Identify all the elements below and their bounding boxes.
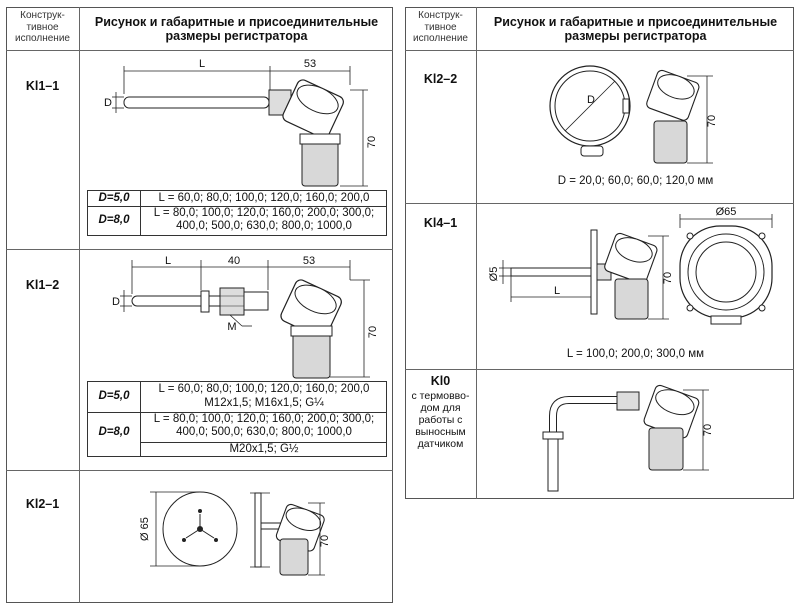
spec-key: D=8,0	[98, 214, 130, 226]
spec-thread: M12x1,5; M16x1,5; G¼	[204, 397, 324, 409]
dim-70-label: 70	[702, 424, 714, 436]
housing	[301, 137, 339, 187]
housing	[279, 538, 309, 576]
row-code-kl1-2: Kl1–2	[25, 278, 60, 292]
sensor-head-icon	[604, 232, 658, 284]
dim-M-label: M	[227, 321, 236, 333]
right-header-col2: Рисунок и габаритные и присоединительные…	[493, 15, 778, 44]
probe-rod	[123, 96, 270, 109]
dim-d65-label: Ø 65	[139, 517, 151, 541]
row-code-kl4-1: Kl4–1	[423, 216, 458, 230]
row-code-kl2-2: Kl2–2	[423, 72, 458, 86]
dim-40-label: 40	[228, 255, 240, 267]
left-col-divider	[79, 7, 80, 603]
dim-70-label: 70	[319, 535, 331, 547]
nut	[200, 290, 210, 313]
flange	[590, 229, 598, 315]
spec-value: L = 60,0; 80,0; 100,0; 120,0; 160,0; 200…	[158, 383, 370, 395]
dim-d5-label: Ø5	[488, 267, 500, 282]
spec-table-kl1-1: D=5,0 L = 60,0; 80,0; 100,0; 120,0; 160,…	[87, 190, 387, 236]
dim-70-label: 70	[662, 272, 674, 284]
spec-value: L = 80,0; 100,0; 120,0; 160,0; 200,0; 30…	[153, 413, 375, 438]
dim-L-label: L	[554, 285, 560, 297]
dim-53-label: 53	[303, 255, 315, 267]
left-header-col1: Конструк- тивное исполнение	[15, 10, 70, 44]
right-row-divider-2	[405, 369, 794, 370]
sensor-head-icon	[646, 69, 700, 121]
drawing-kl1-1: L 53 D 70	[104, 58, 378, 187]
dim-D-label: D	[112, 296, 120, 308]
housing	[653, 120, 688, 164]
probe-rod	[510, 267, 592, 277]
row-code-kl0: Kl0	[430, 374, 451, 388]
spec-key: D=5,0	[98, 390, 130, 402]
dim-d65-label: Ø65	[716, 206, 737, 218]
spec-value: L = 80,0; 100,0; 120,0; 160,0; 200,0; 30…	[153, 207, 375, 232]
sensor-head-icon	[643, 384, 700, 439]
right-header-divider	[405, 50, 794, 51]
spec-key: D=5,0	[98, 192, 130, 204]
sensor-head-icon	[282, 79, 344, 139]
caption-kl4-1: L = 100,0; 200,0; 300,0 мм	[566, 348, 705, 360]
dim-D-label: D	[104, 97, 112, 109]
dim-D-label: D	[587, 94, 595, 106]
dim-70-label: 70	[367, 326, 379, 338]
housing	[648, 427, 684, 471]
left-header-divider	[6, 50, 393, 51]
right-header-col1: Конструк- тивное исполнение	[413, 10, 468, 44]
right-col-divider	[476, 7, 477, 499]
drawing-kl2-2: D 70	[549, 65, 718, 164]
dim-70-label: 70	[706, 115, 718, 127]
dim-70-label: 70	[366, 136, 378, 148]
spec-thread: M20x1,5; G½	[229, 443, 299, 455]
row-code-kl2-1: Kl2–1	[25, 497, 60, 511]
left-table	[6, 7, 393, 603]
dim-L-label: L	[199, 58, 205, 70]
drawing-kl4-1: L Ø5 70 Ø65	[488, 206, 773, 325]
housing	[292, 329, 331, 379]
spec-value: L = 60,0; 80,0; 100,0; 120,0; 160,0; 200…	[158, 192, 370, 204]
row-note-kl0: с термовво- дом для работы с выносным да…	[411, 390, 470, 451]
panel-plate	[254, 492, 262, 568]
caption-kl2-2: D = 20,0; 60,0; 60,0; 120,0 мм	[557, 175, 714, 187]
left-row-divider-2	[6, 470, 393, 471]
spec-key: D=8,0	[98, 426, 130, 438]
right-table	[405, 7, 794, 499]
dim-53-label: 53	[304, 58, 316, 70]
spec-table-kl1-2: D=5,0 L = 60,0; 80,0; 100,0; 120,0; 160,…	[87, 381, 387, 457]
housing	[614, 278, 649, 320]
left-header-col2: Рисунок и габаритные и присоединительные…	[94, 15, 379, 44]
drawing-kl0: 70	[542, 384, 714, 492]
drawing-kl2-1: Ø 65 70	[139, 491, 331, 576]
threaded-fitting	[219, 287, 245, 316]
left-row-divider-1	[6, 249, 393, 250]
dim-L-label: L	[165, 255, 171, 267]
row-code-kl1-1: Kl1–1	[25, 79, 60, 93]
drawing-kl1-2: L 40 53 D M 70	[112, 255, 379, 379]
right-row-divider-1	[405, 203, 794, 204]
